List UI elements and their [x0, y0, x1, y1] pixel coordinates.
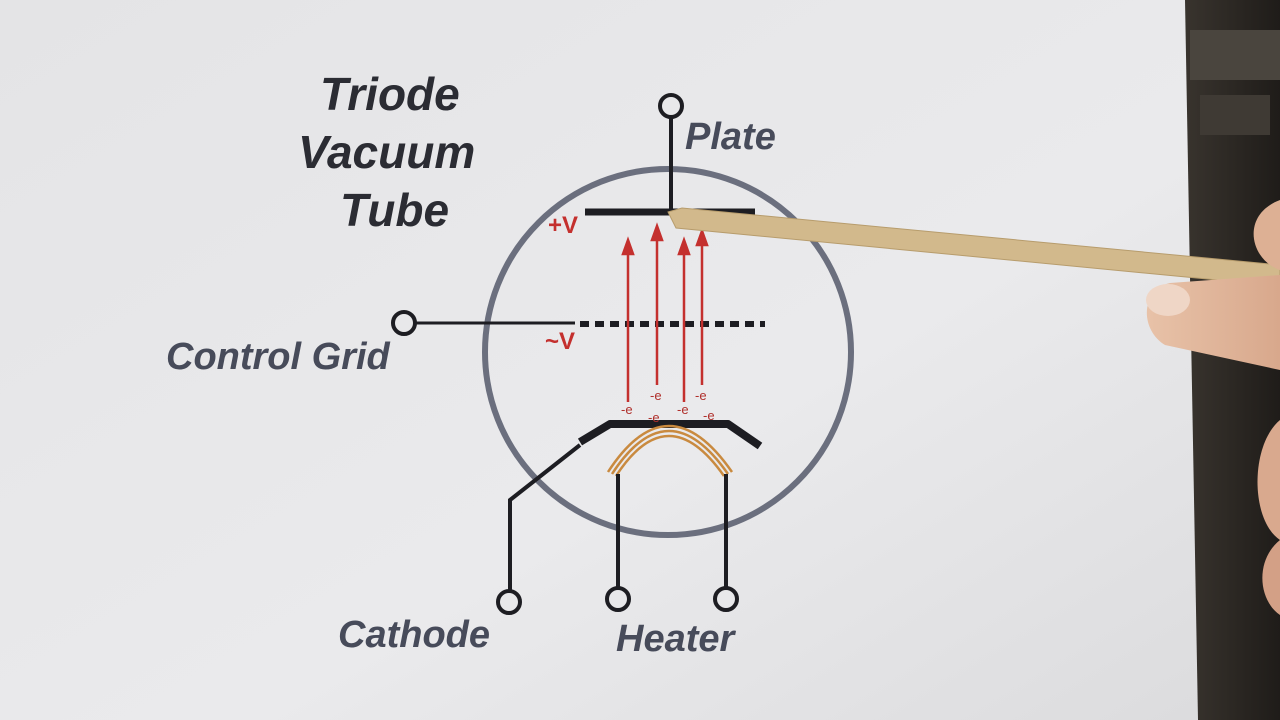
control-grid-terminal — [391, 310, 417, 336]
cathode-lead — [508, 443, 582, 590]
electron-label: -e — [648, 410, 660, 425]
heater-terminal-right — [713, 586, 739, 612]
electron-label: -e — [695, 388, 707, 403]
electron-flow-arrows — [621, 222, 709, 402]
electron-label: -e — [677, 402, 689, 417]
background-equipment-panel — [1190, 30, 1280, 80]
control-grid-label: Control Grid — [166, 336, 390, 378]
heater-label: Heater — [616, 618, 735, 660]
heater-terminal-left — [605, 586, 631, 612]
tube-envelope — [482, 166, 854, 538]
hand — [1146, 200, 1280, 615]
electron-label: -e — [703, 408, 715, 423]
title-line-1: Triode — [320, 68, 460, 120]
background-equipment-panel — [1200, 95, 1270, 135]
cathode-label: Cathode — [338, 614, 490, 656]
pointer-stick — [667, 207, 1280, 287]
plate-label: Plate — [685, 116, 776, 158]
cathode-electrode — [577, 420, 763, 450]
title-line-2: Vacuum — [298, 126, 476, 178]
electron-label: -e — [621, 402, 633, 417]
cathode-terminal — [496, 589, 522, 615]
plate-voltage-label: +V — [548, 212, 579, 239]
heater-coil — [606, 424, 734, 477]
paper-sheet — [0, 0, 1198, 720]
plate-terminal — [658, 93, 684, 119]
title-line-3: Tube — [340, 184, 450, 236]
grid-voltage-label: ~V — [545, 328, 576, 355]
electron-label: -e — [650, 388, 662, 403]
